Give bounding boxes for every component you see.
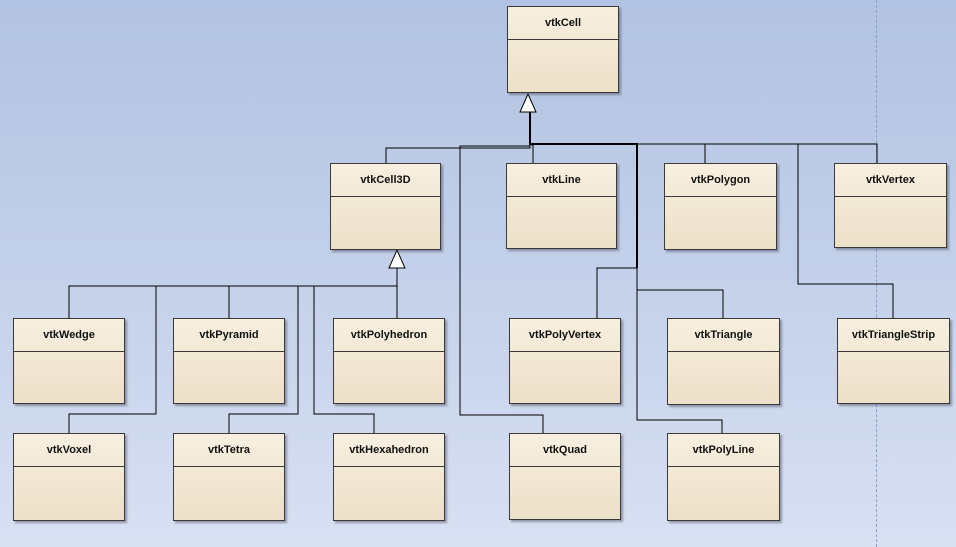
- class-name: vtkVertex: [835, 164, 946, 197]
- connector-vtkVertex-to-vtkCell: [532, 143, 878, 163]
- connector-vtkPolyLine-to-vtkCell: [636, 144, 723, 433]
- class-vtkCell3D[interactable]: vtkCell3D: [330, 163, 441, 250]
- connector-vtkTriangleStrip-to-vtkCell: [797, 144, 894, 318]
- class-vtkTetra[interactable]: vtkTetra: [173, 433, 285, 521]
- class-name: vtkQuad: [510, 434, 620, 467]
- class-name: vtkLine: [507, 164, 616, 197]
- class-name: vtkPolyhedron: [334, 319, 444, 352]
- class-name: vtkPyramid: [174, 319, 284, 352]
- class-name: vtkCell: [508, 7, 618, 40]
- connector-vtkPolygon-to-vtkCell: [532, 143, 706, 163]
- class-vtkPolygon[interactable]: vtkPolygon: [664, 163, 777, 250]
- class-vtkPyramid[interactable]: vtkPyramid: [173, 318, 285, 404]
- connector-vtkQuad-to-vtkCell: [459, 145, 544, 433]
- class-vtkVoxel[interactable]: vtkVoxel: [13, 433, 125, 521]
- class-vtkVertex[interactable]: vtkVertex: [834, 163, 947, 248]
- trunk-vtkCell: [529, 112, 638, 268]
- class-vtkCell[interactable]: vtkCell: [507, 6, 619, 93]
- class-name: vtkHexahedron: [334, 434, 444, 467]
- class-name: vtkWedge: [14, 319, 124, 352]
- class-vtkHexahedron[interactable]: vtkHexahedron: [333, 433, 445, 521]
- class-vtkQuad[interactable]: vtkQuad: [509, 433, 621, 520]
- connector-vtkTetra-to-vtkCell3D: [228, 286, 299, 433]
- connector-vtkHexahedron-to-vtkCell3D: [313, 286, 375, 433]
- generalization-arrow-vtkCell: [519, 92, 537, 113]
- class-vtkLine[interactable]: vtkLine: [506, 163, 617, 249]
- class-vtkPolyhedron[interactable]: vtkPolyhedron: [333, 318, 445, 404]
- page-boundary-line: [876, 0, 877, 547]
- class-name: vtkTriangle: [668, 319, 779, 352]
- class-name: vtkPolyLine: [668, 434, 779, 467]
- connector-vtkVoxel-to-vtkCell3D: [68, 286, 157, 433]
- class-vtkWedge[interactable]: vtkWedge: [13, 318, 125, 404]
- class-name: vtkVoxel: [14, 434, 124, 467]
- class-name: vtkPolygon: [665, 164, 776, 197]
- connector-vtkCell3D-to-vtkCell: [385, 112, 531, 163]
- class-vtkTriangle[interactable]: vtkTriangle: [667, 318, 780, 405]
- generalization-arrow-vtkCell3D: [388, 248, 406, 269]
- connector-vtkWedge-to-vtkCell3D: [68, 268, 398, 318]
- class-name: vtkPolyVertex: [510, 319, 620, 352]
- class-vtkTriangleStrip[interactable]: vtkTriangleStrip: [837, 318, 950, 404]
- class-name: vtkCell3D: [331, 164, 440, 197]
- class-name: vtkTetra: [174, 434, 284, 467]
- class-vtkPolyVertex[interactable]: vtkPolyVertex: [509, 318, 621, 404]
- class-name: vtkTriangleStrip: [838, 319, 949, 352]
- class-vtkPolyLine[interactable]: vtkPolyLine: [667, 433, 780, 521]
- connector-vtkLine-to-vtkCell: [531, 144, 534, 163]
